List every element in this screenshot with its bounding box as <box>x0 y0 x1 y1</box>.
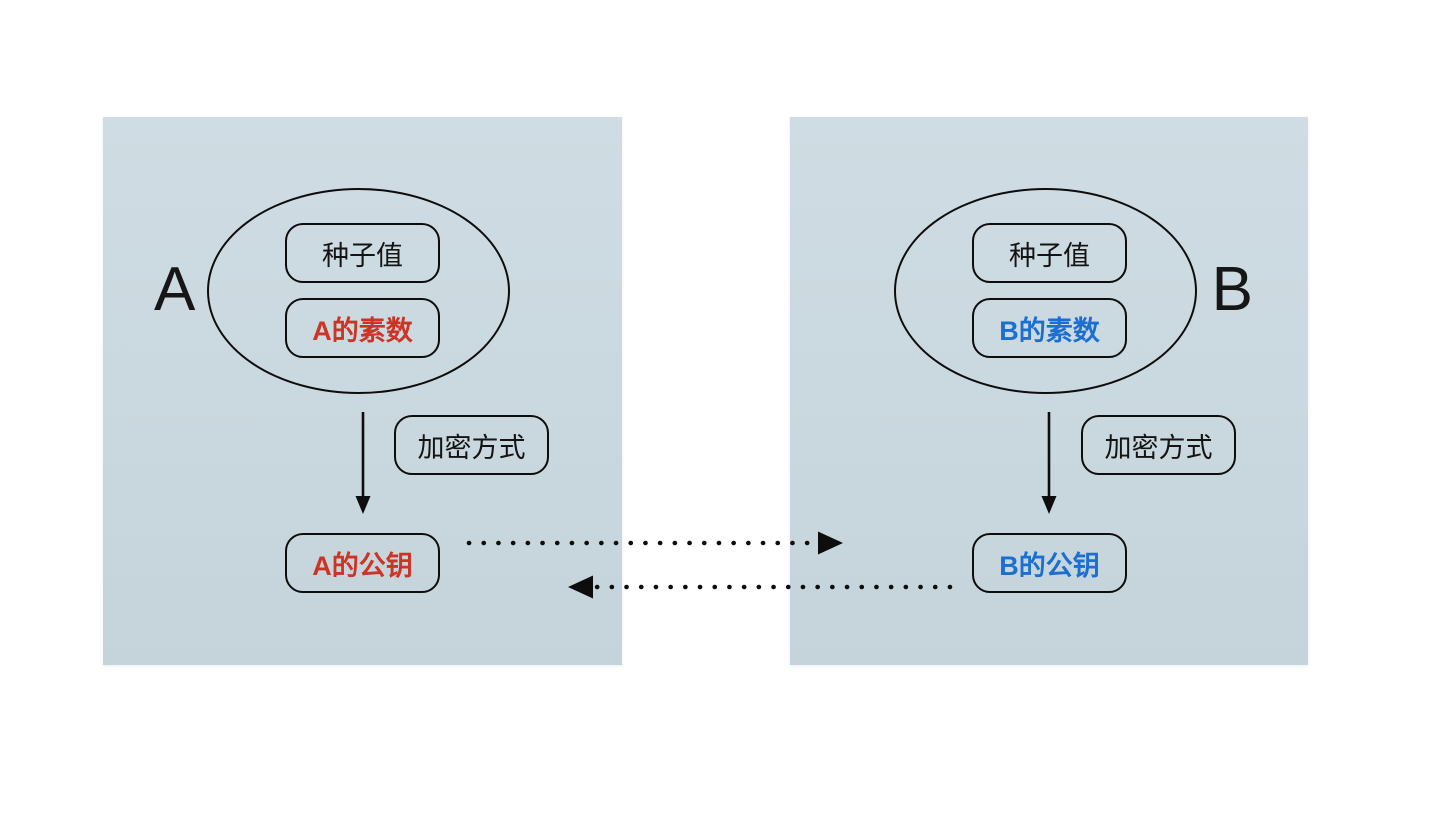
party-a-public-key-node: A的公钥 <box>285 533 440 593</box>
party-a-seed-label: 种子值 <box>322 240 403 271</box>
party-b-encryption-method-label: 加密方式 <box>1104 432 1213 463</box>
party-b-seed-label: 种子值 <box>1009 240 1090 271</box>
party-b-public-key-label: B的公钥 <box>999 550 1100 581</box>
party-a-encryption-method-node: 加密方式 <box>394 415 549 475</box>
party-b-encryption-method-node: 加密方式 <box>1081 415 1236 475</box>
party-b-panel: B 种子值 B的素数 加密方式 B的公钥 <box>790 117 1308 665</box>
party-a-prime-label: A的素数 <box>312 315 413 346</box>
party-b-prime-label: B的素数 <box>999 315 1100 346</box>
party-a-panel: A 种子值 A的素数 加密方式 A的公钥 <box>103 117 622 665</box>
party-b-secret-group-ellipse <box>894 188 1197 394</box>
party-b-seed-node: 种子值 <box>972 223 1127 283</box>
party-a-prime-node: A的素数 <box>285 298 440 358</box>
party-a-secret-group-ellipse <box>207 188 510 394</box>
party-b-prime-node: B的素数 <box>972 298 1127 358</box>
party-a-public-key-label: A的公钥 <box>312 550 413 581</box>
party-a-seed-node: 种子值 <box>285 223 440 283</box>
party-b-public-key-node: B的公钥 <box>972 533 1127 593</box>
party-a-encryption-method-label: 加密方式 <box>417 432 526 463</box>
party-b-label: B <box>1211 255 1253 324</box>
party-a-label: A <box>154 255 196 324</box>
